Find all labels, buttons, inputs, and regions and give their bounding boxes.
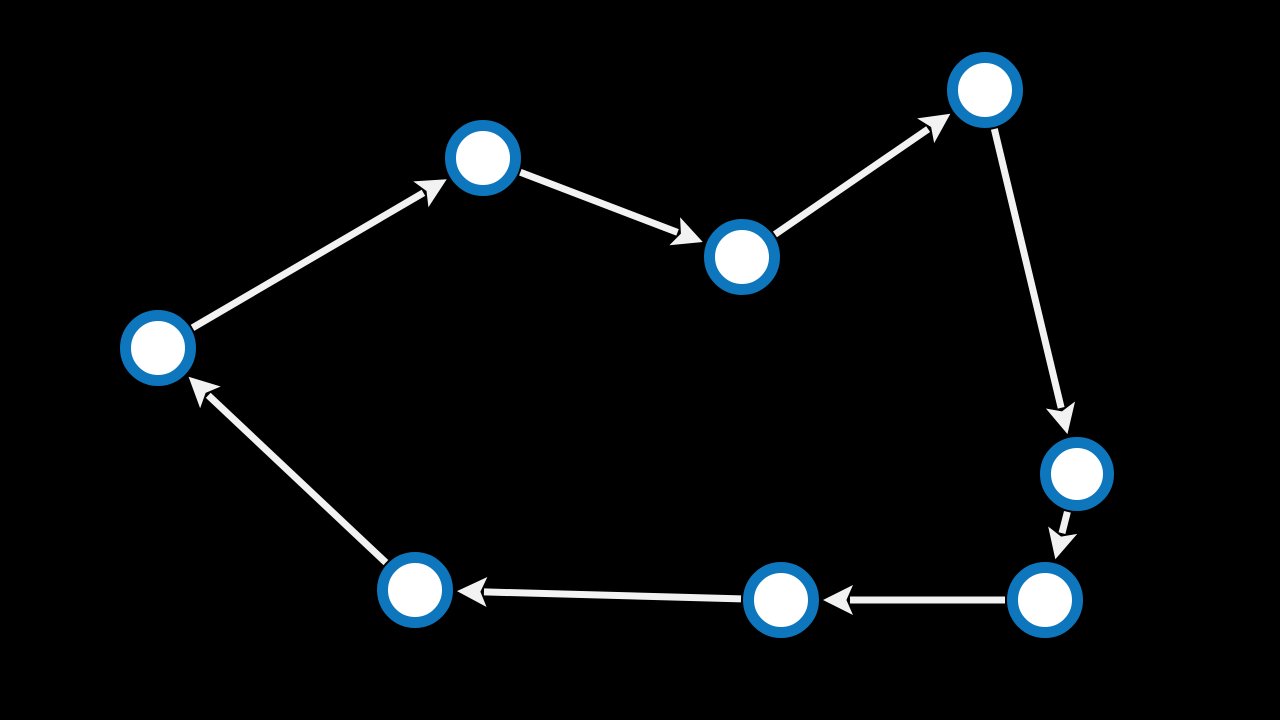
graph-node[interactable] bbox=[120, 310, 196, 386]
edge-line bbox=[519, 169, 679, 236]
graph-edge[interactable] bbox=[990, 128, 1076, 435]
node-circle[interactable] bbox=[1040, 437, 1114, 511]
graph-edge[interactable] bbox=[188, 376, 389, 566]
graph-edge[interactable] bbox=[519, 169, 703, 246]
edge-line bbox=[1058, 510, 1071, 534]
graph-node[interactable] bbox=[704, 219, 780, 295]
edge-line bbox=[483, 588, 742, 603]
graph-node[interactable] bbox=[947, 52, 1023, 128]
edge-arrowhead bbox=[1048, 526, 1078, 560]
edge-arrowhead bbox=[1045, 401, 1076, 435]
graph-edge[interactable] bbox=[823, 585, 1005, 615]
edge-arrowhead bbox=[917, 113, 951, 144]
edge-line bbox=[990, 128, 1065, 409]
node-circle[interactable] bbox=[445, 120, 521, 196]
graph-edge[interactable] bbox=[190, 179, 447, 331]
graph-node[interactable] bbox=[743, 562, 819, 638]
edge-arrowhead bbox=[456, 576, 488, 607]
edge-line bbox=[205, 392, 389, 566]
node-circle[interactable] bbox=[120, 310, 196, 386]
graph-edge[interactable] bbox=[1048, 510, 1078, 560]
node-circle[interactable] bbox=[377, 552, 453, 628]
edge-arrowhead bbox=[188, 376, 221, 409]
edge-line bbox=[772, 126, 931, 238]
graph-edge[interactable] bbox=[772, 113, 951, 238]
edge-arrowhead bbox=[413, 179, 447, 208]
node-circle[interactable] bbox=[704, 219, 780, 295]
node-circle[interactable] bbox=[1007, 562, 1083, 638]
graph-edge[interactable] bbox=[456, 576, 742, 607]
graph-node[interactable] bbox=[1007, 562, 1083, 638]
graph-node[interactable] bbox=[445, 120, 521, 196]
edge-arrowhead bbox=[823, 585, 853, 615]
edge-arrowhead bbox=[669, 217, 703, 246]
edge-line bbox=[190, 189, 426, 331]
edge-layer bbox=[188, 113, 1078, 615]
node-circle[interactable] bbox=[743, 562, 819, 638]
graph-node[interactable] bbox=[1040, 437, 1114, 511]
node-circle[interactable] bbox=[947, 52, 1023, 128]
graph-node[interactable] bbox=[377, 552, 453, 628]
node-layer bbox=[120, 52, 1114, 638]
